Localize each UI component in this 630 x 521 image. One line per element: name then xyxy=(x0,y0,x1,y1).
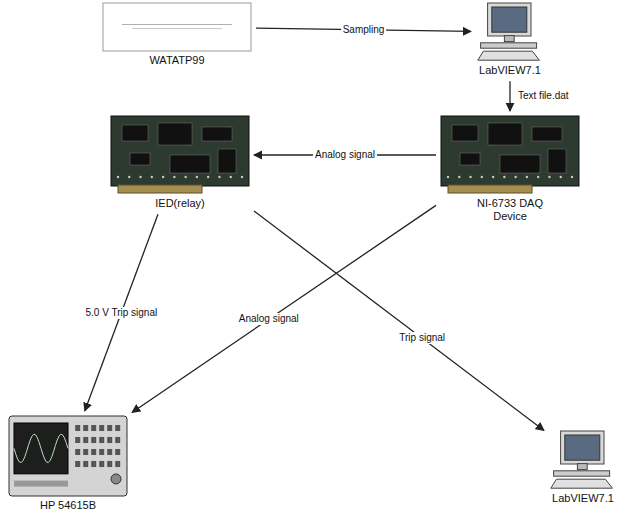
device-label: IED(relay) xyxy=(110,197,250,210)
device-label: NI-6733 DAQ Device xyxy=(475,197,545,223)
computer-picture xyxy=(475,2,545,62)
relay-board-node: IED(relay) xyxy=(110,115,250,210)
device-label: LabVIEW7.1 xyxy=(548,492,618,505)
daq-board-node: NI-6733 DAQ Device xyxy=(440,115,580,223)
signal-label: Text file.dat xyxy=(516,90,571,102)
device-label: HP 54615B xyxy=(8,499,128,512)
signal-label: Analog signal xyxy=(237,313,301,325)
device-label: LabVIEW7.1 xyxy=(475,64,545,77)
waveform-file-node: WATATP99 xyxy=(102,2,252,67)
computer-node: LabVIEW7.1 xyxy=(475,2,545,77)
computer-node: LabVIEW7.1 xyxy=(548,430,618,505)
signal-label: Sampling xyxy=(341,24,387,36)
oscilloscope-picture xyxy=(8,415,128,497)
signal-label: 5.0 V Trip signal xyxy=(84,307,160,319)
device-label: WATATP99 xyxy=(102,54,252,67)
signal-arrow xyxy=(132,205,436,412)
signal-arrow xyxy=(509,81,510,111)
relay-board-picture xyxy=(110,115,250,195)
oscilloscope-node: HP 54615B xyxy=(8,415,128,512)
waveform-file-picture xyxy=(102,2,252,52)
signal-label: Trip signal xyxy=(397,332,447,344)
daq-board-picture xyxy=(440,115,580,195)
computer-picture xyxy=(548,430,618,490)
signal-label: Analog signal xyxy=(313,149,377,161)
